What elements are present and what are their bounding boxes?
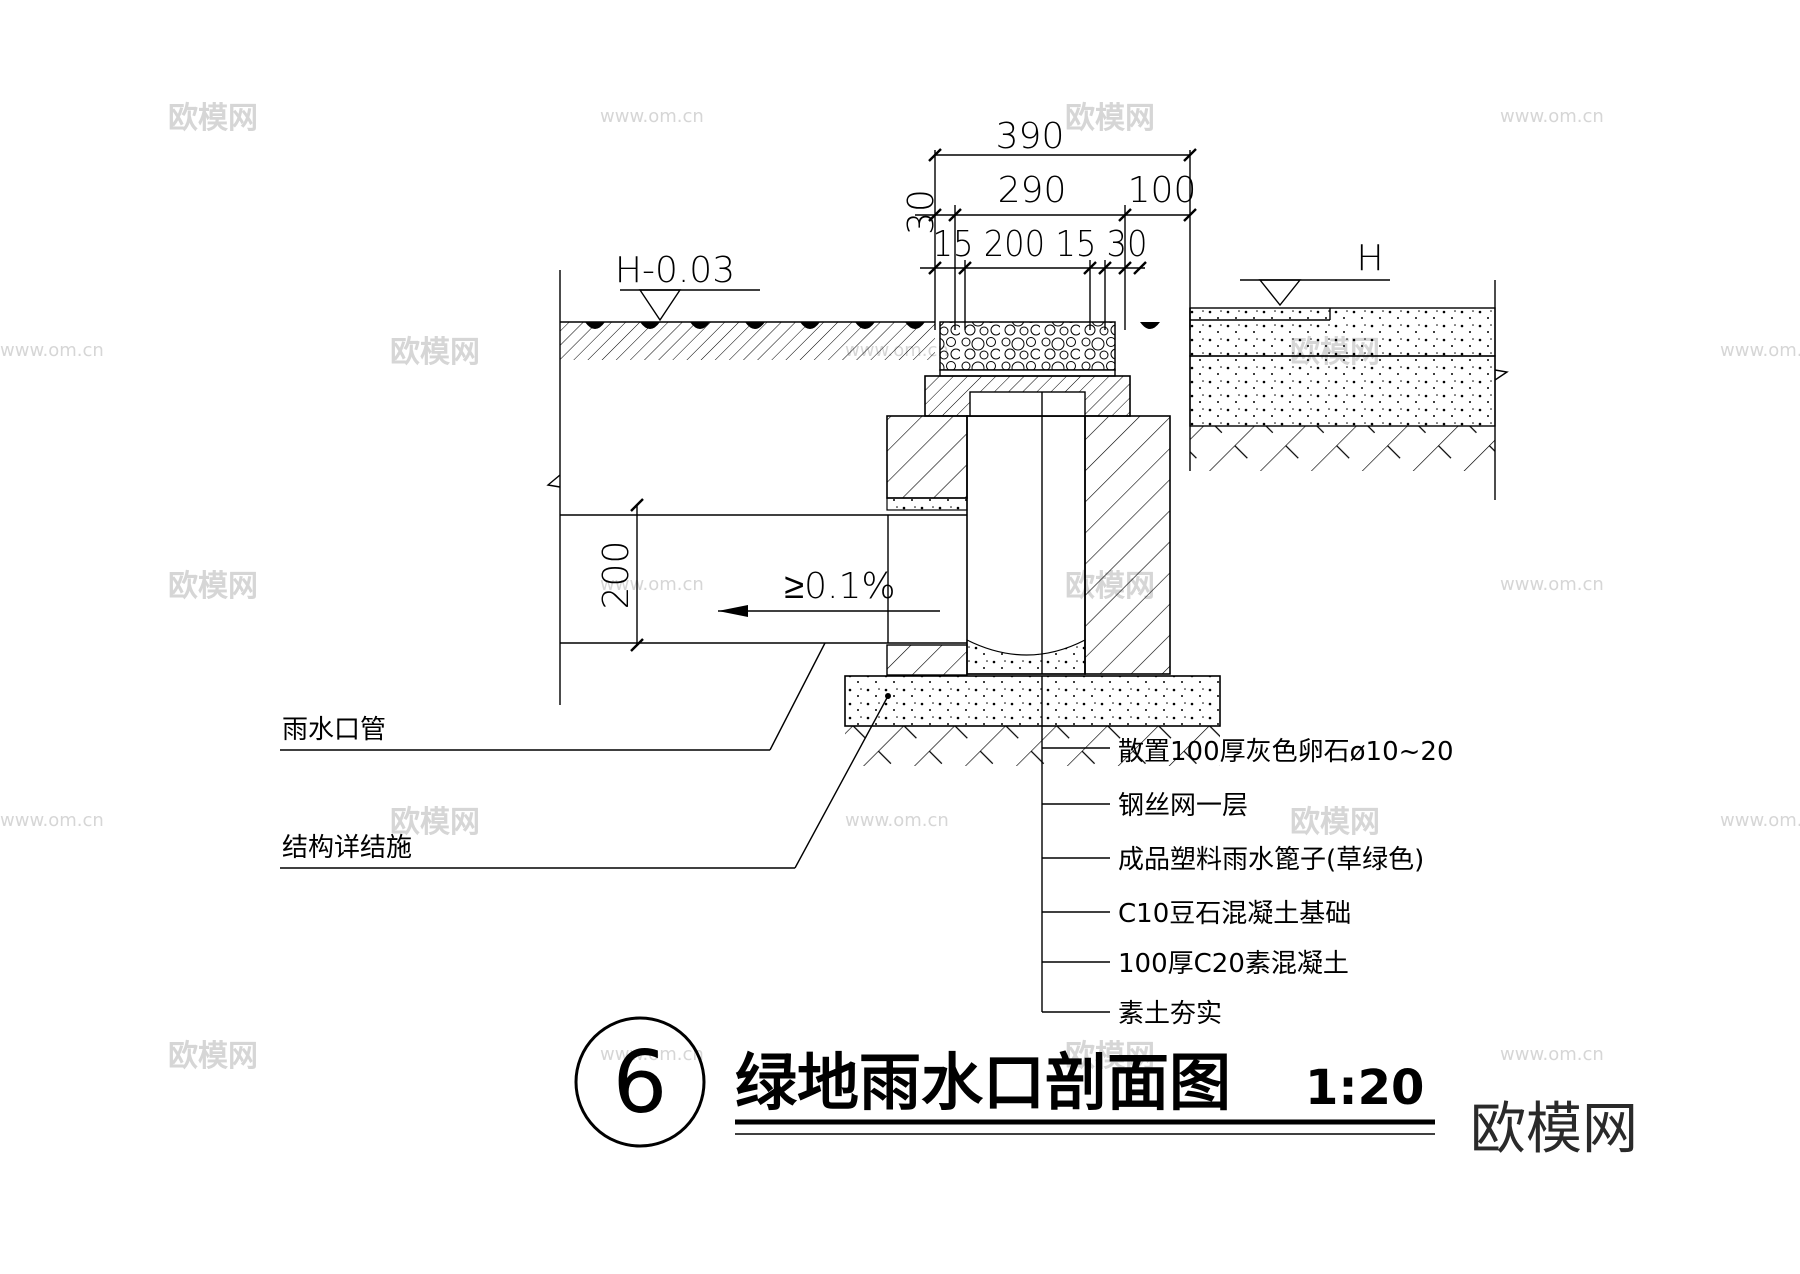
title-text: 绿地雨水口剖面图 (735, 1046, 1231, 1119)
title-number: 6 (613, 1033, 668, 1133)
watermark-url: www.om.cn (1500, 1044, 1604, 1065)
steel-mesh-layer (939, 369, 1116, 377)
level-left: H-0.03 (615, 250, 735, 291)
dim-pipe-200: 200 (596, 541, 637, 610)
level-right: H (1356, 238, 1383, 279)
watermark-brand: 欧模网 (168, 1039, 258, 1074)
watermark-brand: 欧模网 (1065, 1039, 1155, 1074)
watermark-brand: 欧模网 (390, 805, 480, 840)
compacted-soil (845, 726, 1220, 766)
layer-note-3: 成品塑料雨水篦子(草绿色) (1118, 845, 1424, 875)
watermark-url: www.om.cn (600, 574, 704, 595)
watermark-url: www.om.cn (1720, 340, 1800, 361)
dim-sub-row: 15 200 15 30 (933, 224, 1148, 265)
gravel-layer (939, 321, 1116, 371)
watermark-brand: 欧模网 (1290, 805, 1380, 840)
title-block (574, 1016, 1435, 1148)
dim-left-30: 30 (901, 189, 942, 235)
left-leaders (280, 642, 891, 869)
watermark-url: www.om.cn (600, 106, 704, 127)
watermark-brand: 欧模网 (168, 569, 258, 604)
level-markers (620, 279, 1390, 322)
watermark-logo: 欧模网 (1470, 1097, 1638, 1162)
watermark-url: www.om.cn (1720, 810, 1800, 831)
watermark-url: www.om.cn (1500, 574, 1604, 595)
rain-pipe (560, 514, 967, 644)
dim-total-390: 390 (996, 116, 1065, 157)
concrete-foundation (844, 675, 1221, 727)
watermark-brand: 欧模网 (390, 335, 480, 370)
watermark-url: www.om.cn (0, 340, 104, 361)
title-scale: 1:20 (1305, 1060, 1424, 1116)
dim-middle-290: 290 (998, 170, 1067, 211)
layer-note-6: 素土夯实 (1118, 999, 1222, 1029)
layer-note-2: 钢丝网一层 (1118, 791, 1248, 821)
watermark-url: www.om.cn (600, 1044, 704, 1065)
layer-note-1: 散置100厚灰色卵石ø10~20 (1118, 737, 1454, 767)
catch-basin-walls (886, 392, 1171, 676)
layer-leaders (1041, 676, 1110, 1013)
watermark-url: www.om.cn (0, 810, 104, 831)
grass-ground-left (546, 270, 935, 705)
note-pipe: 雨水口管 (282, 715, 386, 745)
watermark-brand: 欧模网 (168, 101, 258, 136)
dim-right-100: 100 (1128, 170, 1197, 211)
watermark-layer: 欧模网 www.om.cn 欧模网 www.om.cn www.om.cn 欧模… (0, 101, 1800, 1074)
layer-note-4: C10豆石混凝土基础 (1118, 899, 1351, 929)
slope-label: ≥0.1% (784, 566, 895, 607)
dimension-lines (630, 148, 1197, 652)
watermark-url: www.om.cn (1500, 106, 1604, 127)
note-structure: 结构详结施 (282, 833, 412, 863)
layer-note-5: 100厚C20素混凝土 (1118, 949, 1349, 979)
watermark-url: www.om.cn (845, 810, 949, 831)
watermark-brand: 欧模网 (1065, 101, 1155, 136)
grate-frame (924, 375, 1131, 417)
pavement-right (1189, 280, 1509, 500)
grass-symbols (585, 322, 1160, 329)
